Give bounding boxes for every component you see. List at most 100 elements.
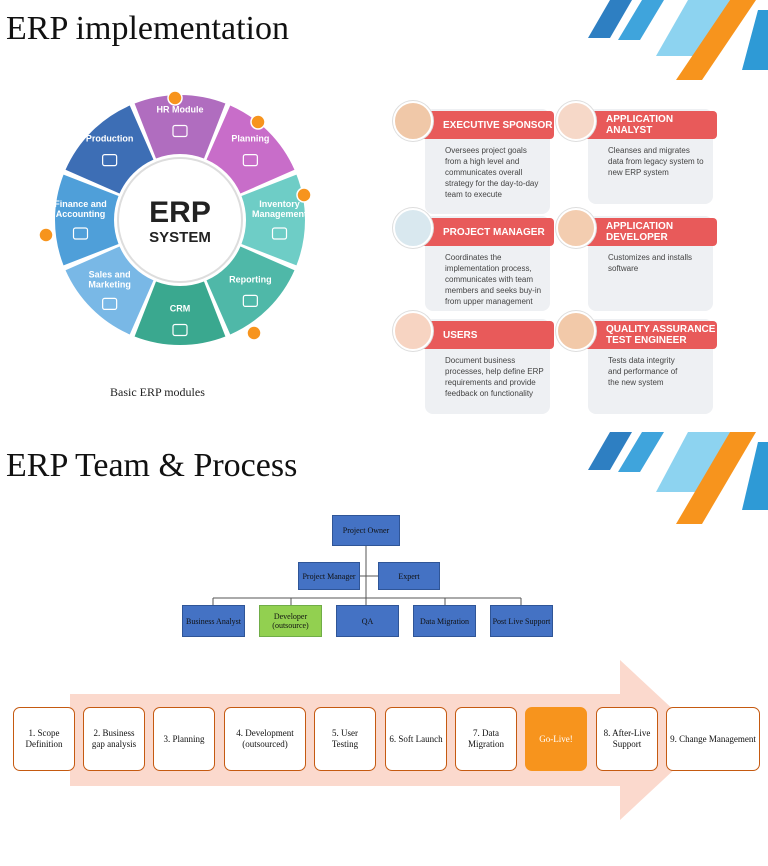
org-project-manager: Project Manager <box>298 562 360 590</box>
wheel-segment <box>134 95 226 159</box>
role-title: EXECUTIVE SPONSOR <box>417 111 554 139</box>
wheel-segment <box>206 246 295 335</box>
module-icon <box>271 227 288 240</box>
wheel-module-label: Finance and <box>54 199 107 209</box>
wheel-center-title: ERP <box>149 196 211 229</box>
role-title-line: PROJECT MANAGER <box>443 226 545 238</box>
wheel-segment <box>65 105 154 194</box>
role-title: APPLICATION ANALYST <box>580 111 717 139</box>
wheel-dot <box>250 114 266 130</box>
org-business-analyst: Business Analyst <box>182 605 245 637</box>
role-title-line: DEVELOPER <box>606 232 668 243</box>
role-title-line: QUALITY ASSURANCE <box>606 324 716 335</box>
role-description-line: feedback on functionality <box>445 389 534 398</box>
role-illustration-icon <box>556 208 596 248</box>
role-description: Customizes and installs software <box>608 252 692 274</box>
role-description-line: team to execute <box>445 190 502 199</box>
role-description-line: communicates overall <box>445 168 523 177</box>
process-step-change-management: 9. Change Management <box>666 707 760 771</box>
process-step-after-live-support: 8. After-Live Support <box>596 707 658 771</box>
implementation-title: ERP implementation <box>6 10 289 47</box>
wheel-caption: Basic ERP modules <box>110 385 205 399</box>
org-project-owner: Project Owner <box>332 515 400 546</box>
decorative-stripes-middle <box>588 432 768 524</box>
role-description-line: strategy for the day-to-day <box>445 179 539 188</box>
role-description: Coordinates the implementation process, co… <box>445 252 541 307</box>
wheel-module-label: Planning <box>231 134 269 144</box>
role-title-line: EXECUTIVE SPONSOR <box>443 119 553 131</box>
module-icon <box>102 154 118 167</box>
wheel-module-label: Management <box>252 209 307 219</box>
wheel-module-label: Marketing <box>88 279 131 289</box>
process-step-development: 4. Development (outsourced) <box>224 707 306 771</box>
erp-modules-wheel: HR ModulePlanningInventoryManagementRepo… <box>38 90 312 345</box>
wheel-segment <box>134 281 226 345</box>
role-description: Tests data integrity and performance of th… <box>608 355 677 388</box>
process-step-planning: 3. Planning <box>153 707 215 771</box>
role-description-line: and performance of <box>608 367 678 376</box>
role-description-line: Cleanses and migrates <box>608 146 690 155</box>
wheel-module-label: CRM <box>170 304 191 314</box>
org-qa: QA <box>336 605 399 637</box>
org-chart-connectors <box>212 546 522 605</box>
role-illustration-icon <box>393 311 433 351</box>
wheel-dot <box>167 90 183 106</box>
role-description: Document business processes, help define … <box>445 355 544 399</box>
role-description-line: the new system <box>608 378 664 387</box>
team-title: ERP Team & Process <box>6 447 298 484</box>
role-title: USERS <box>417 321 554 349</box>
role-description-line: Tests data integrity <box>608 356 675 365</box>
role-description-line: communicates with team <box>445 275 534 284</box>
module-icon <box>172 124 188 138</box>
process-step-data-migration: 7. Data Migration <box>455 707 517 771</box>
role-description-line: Customizes and installs <box>608 253 693 262</box>
wheel-module-label: Production <box>86 134 134 144</box>
role-description-line: Coordinates the <box>445 253 502 262</box>
role-description-line: new ERP system <box>608 168 669 177</box>
wheel-module-label: HR Module <box>157 105 204 115</box>
wheel-segment <box>241 174 305 266</box>
role-title-line: TEST ENGINEER <box>606 335 687 346</box>
org-expert: Expert <box>378 562 440 590</box>
role-illustration-icon <box>393 208 433 248</box>
role-illustration-icon <box>556 311 596 351</box>
wheel-segment <box>206 105 295 194</box>
role-illustration-icon <box>393 101 433 141</box>
process-step-user-testing: 5. User Testing <box>314 707 376 771</box>
role-description-line: Oversees project goals <box>445 146 527 155</box>
wheel-dot <box>296 187 312 203</box>
wheel-center-subtitle: SYSTEM <box>149 229 211 246</box>
role-description-line: members and seeks buy-in <box>445 286 542 295</box>
role-description-line: implementation process, <box>445 264 532 273</box>
wheel-dot <box>246 325 262 341</box>
module-icon <box>102 297 118 310</box>
wheel-segment <box>65 246 154 335</box>
wheel-dot <box>38 227 54 243</box>
role-description-line: processes, help define ERP <box>445 367 544 376</box>
org-data-migration: Data Migration <box>413 605 476 637</box>
role-description-line: Document business <box>445 356 516 365</box>
wheel-module-label: Reporting <box>229 274 272 284</box>
module-icon <box>242 294 258 307</box>
role-illustration-icon <box>556 101 596 141</box>
wheel-module-label: Sales and <box>89 269 131 279</box>
role-description-line: from upper management <box>445 297 533 306</box>
decorative-stripes-top <box>588 0 768 80</box>
org-developer: Developer (outsource) <box>259 605 322 637</box>
wheel-module-label: Accounting <box>56 209 106 219</box>
role-title-line: APPLICATION <box>606 221 674 232</box>
org-post-live-support: Post Live Support <box>490 605 553 637</box>
role-description-line: software <box>608 264 639 273</box>
process-step-soft-launch: 6. Soft Launch <box>385 707 447 771</box>
module-icon <box>72 227 89 240</box>
role-title-line: APPLICATION ANALYST <box>606 114 674 136</box>
module-icon <box>242 154 258 167</box>
role-title-line: USERS <box>443 329 478 341</box>
process-step-go-live: Go-Live! <box>525 707 587 771</box>
wheel-module-label: Inventory <box>259 199 300 209</box>
